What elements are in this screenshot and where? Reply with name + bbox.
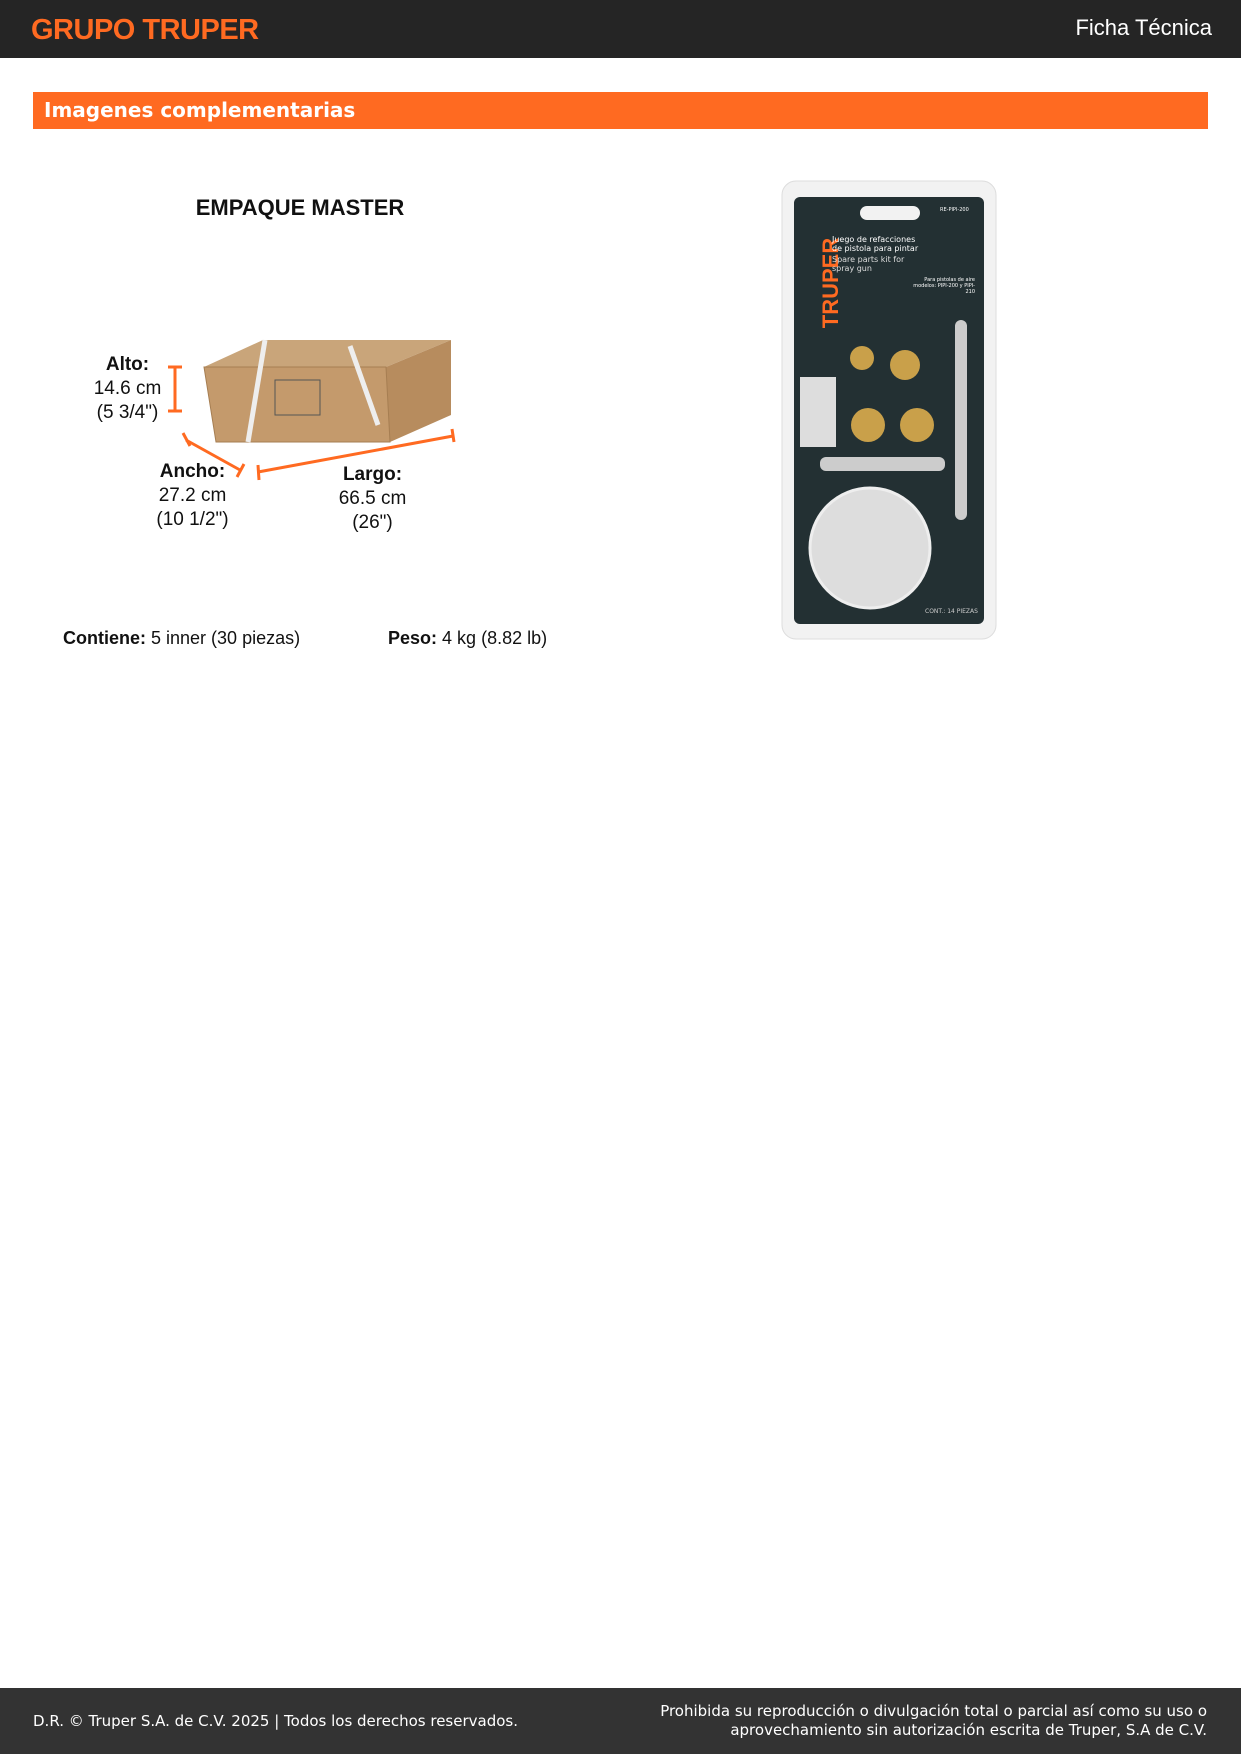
ancho-label: Ancho: — [159, 461, 226, 482]
product-image: TRUPER RE-PIPI-200 Juego de refacciones … — [780, 180, 1000, 640]
contiene-label: Contiene: — [63, 628, 146, 648]
document-type: Ficha Técnica — [1075, 15, 1212, 40]
blister-pack — [781, 180, 997, 640]
product-models: Para pistolas de aire modelos: PIPI-200 … — [913, 277, 975, 295]
product-title-es: Juego de refacciones de pistola para pin… — [832, 235, 919, 253]
master-pack-title: EMPAQUE MASTER — [195, 195, 405, 220]
header: GRUPO TRUPER Ficha Técnica — [0, 0, 1241, 58]
peso-info: Peso: 4 kg (8.82 lb) — [388, 628, 547, 649]
alto-label: Alto: — [105, 354, 150, 375]
section-title: Imagenes complementarias — [44, 98, 356, 122]
alto-metric: 14.6 cm — [93, 378, 162, 399]
copyright: D.R. © Truper S.A. de C.V. 2025 | Todos … — [33, 1712, 518, 1730]
legal-line-2: aprovechamiento sin autorización escrita… — [730, 1721, 1207, 1739]
box-illustration — [168, 339, 456, 481]
peso-value: 4 kg (8.82 lb) — [442, 628, 548, 648]
master-pack-figure: EMPAQUE MASTER Alto: 14.6 cm (5 3/4") An… — [60, 180, 560, 660]
product-title-en: Spare parts kit for spray gun — [832, 255, 905, 273]
box-side — [386, 340, 451, 442]
contiene-info: Contiene: 5 inner (30 piezas) — [63, 628, 300, 649]
grupo-truper-logo: GRUPO TRUPER — [31, 14, 259, 46]
dimension-lines — [168, 365, 456, 481]
product-code: RE-PIPI-200 — [940, 207, 969, 213]
section-header: Imagenes complementarias — [33, 92, 1208, 129]
largo-label: Largo: — [342, 464, 403, 485]
alto-dimension: Alto: 14.6 cm (5 3/4") — [90, 353, 165, 425]
ancho-dimension: Ancho: 27.2 cm (10 1/2") — [145, 460, 240, 532]
largo-metric: 66.5 cm — [338, 488, 407, 509]
ancho-imperial: (10 1/2") — [156, 509, 229, 530]
ancho-metric: 27.2 cm — [158, 485, 227, 506]
contiene-value: 5 inner (30 piezas) — [151, 628, 301, 648]
footer: D.R. © Truper S.A. de C.V. 2025 | Todos … — [0, 1688, 1241, 1754]
largo-imperial: (26") — [352, 512, 393, 533]
legal-line-1: Prohibida su reproducción o divulgación … — [660, 1702, 1207, 1720]
legal-notice: Prohibida su reproducción o divulgación … — [660, 1702, 1207, 1740]
peso-label: Peso: — [388, 628, 438, 648]
largo-dimension: Largo: 66.5 cm (26") — [325, 463, 420, 535]
product-count: CONT.: 14 PIEZAS — [925, 608, 978, 615]
alto-imperial: (5 3/4") — [96, 402, 159, 423]
